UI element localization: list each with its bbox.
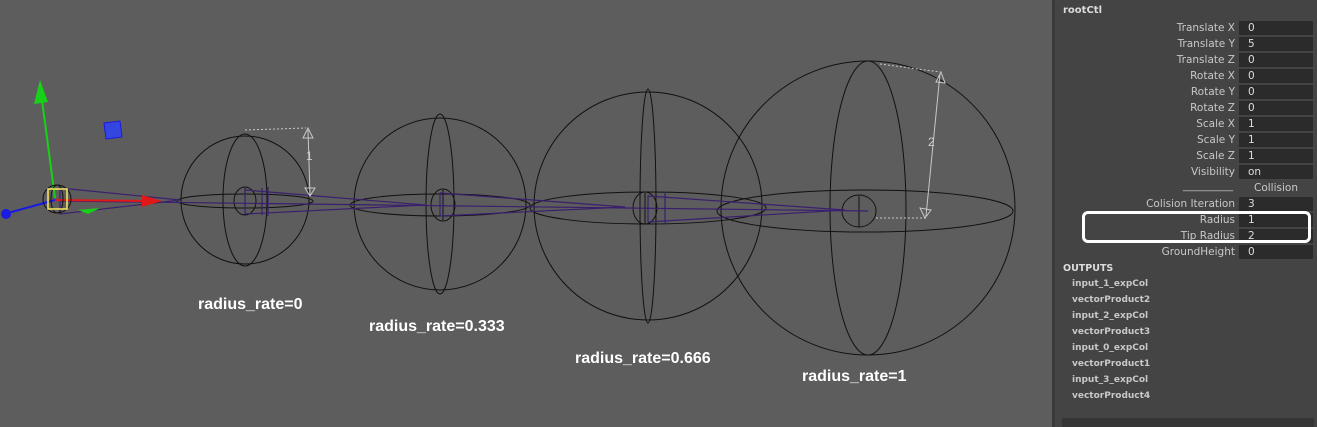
output-node[interactable]: vectorProduct4 bbox=[1072, 391, 1151, 401]
separator-underline: __________ bbox=[1183, 181, 1233, 192]
attr-label-ground-height[interactable]: GroundHeight bbox=[1161, 246, 1235, 258]
viewport-scene[interactable]: 1 2 bbox=[0, 0, 1052, 427]
attr-field-radius[interactable]: 1 bbox=[1239, 213, 1313, 227]
attr-label-visibility[interactable]: Visibility bbox=[1190, 166, 1235, 178]
attr-field-translate-x[interactable]: 0 bbox=[1239, 21, 1313, 35]
attr-field-translate-z[interactable]: 0 bbox=[1239, 53, 1313, 67]
output-node[interactable]: input_0_expCol bbox=[1072, 343, 1149, 353]
attr-field-rotate-y[interactable]: 0 bbox=[1239, 85, 1313, 99]
node-name[interactable]: rootCtl bbox=[1063, 5, 1102, 16]
attr-field-scale-x[interactable]: 1 bbox=[1239, 117, 1313, 131]
attr-field-translate-y[interactable]: 5 bbox=[1239, 37, 1313, 51]
attr-label-translate-z[interactable]: Translate Z bbox=[1176, 54, 1235, 66]
attr-label-scale-x[interactable]: Scale X bbox=[1196, 118, 1235, 130]
radius-rate-label-3: radius_rate=1 bbox=[802, 368, 907, 385]
radius-rate-label-0: radius_rate=0 bbox=[198, 296, 303, 313]
attr-field-rotate-x[interactable]: 0 bbox=[1239, 69, 1313, 83]
dimension-label-1: 1 bbox=[306, 149, 313, 163]
collision-sphere-3[interactable] bbox=[529, 88, 767, 324]
radius-dimension-2 bbox=[876, 63, 946, 219]
radius-rate-label-1: radius_rate=0.333 bbox=[369, 318, 505, 335]
move-manipulator[interactable] bbox=[1, 80, 162, 219]
attr-label-rotate-z[interactable]: Rotate Z bbox=[1190, 102, 1235, 114]
panel-splitter[interactable] bbox=[1052, 0, 1055, 427]
attr-field-tip-radius[interactable]: 2 bbox=[1239, 229, 1313, 243]
attr-field-ground-height[interactable]: 0 bbox=[1239, 245, 1313, 259]
radius-highlight-box bbox=[1082, 211, 1311, 243]
panel-bottom-bar[interactable] bbox=[1062, 418, 1314, 427]
channel-box-panel: rootCtl Translate X 0 Translate Y 5 Tran… bbox=[1055, 0, 1317, 427]
output-node[interactable]: input_2_expCol bbox=[1072, 311, 1149, 321]
output-node[interactable]: input_1_expCol bbox=[1072, 279, 1149, 289]
attr-field-rotate-z[interactable]: 0 bbox=[1239, 101, 1313, 115]
radius-dimension-1 bbox=[244, 126, 316, 197]
output-node[interactable]: vectorProduct2 bbox=[1072, 295, 1151, 305]
attr-field-scale-z[interactable]: 1 bbox=[1239, 149, 1313, 163]
attr-label-tip-radius[interactable]: Tip Radius bbox=[1180, 230, 1235, 242]
dimension-label-2: 2 bbox=[928, 135, 935, 149]
radius-rate-label-2: radius_rate=0.666 bbox=[575, 350, 711, 367]
attr-label-rotate-x[interactable]: Rotate X bbox=[1190, 70, 1235, 82]
attr-label-scale-y[interactable]: Scale Y bbox=[1196, 134, 1235, 146]
attr-label-rotate-y[interactable]: Rotate Y bbox=[1190, 86, 1235, 98]
output-node[interactable]: vectorProduct3 bbox=[1072, 327, 1151, 337]
attr-field-visibility[interactable]: on bbox=[1239, 165, 1313, 179]
separator-collision-title: Collision bbox=[1254, 182, 1298, 194]
attr-label-radius[interactable]: Radius bbox=[1199, 214, 1235, 226]
attr-label-translate-x[interactable]: Translate X bbox=[1176, 22, 1235, 34]
attr-label-scale-z[interactable]: Scale Z bbox=[1196, 150, 1235, 162]
attr-field-colision-iteration[interactable]: 3 bbox=[1239, 197, 1313, 211]
attr-label-colision-iteration[interactable]: Colision Iteration bbox=[1146, 198, 1235, 210]
outputs-section-title: OUTPUTS bbox=[1063, 263, 1114, 274]
attr-label-translate-y[interactable]: Translate Y bbox=[1177, 38, 1235, 50]
output-node[interactable]: input_3_expCol bbox=[1072, 375, 1149, 385]
output-node[interactable]: vectorProduct1 bbox=[1072, 359, 1151, 369]
3d-viewport[interactable]: 1 2 radius_rate=0 radius_rate=0.333 radi… bbox=[0, 0, 1052, 427]
attr-field-scale-y[interactable]: 1 bbox=[1239, 133, 1313, 147]
